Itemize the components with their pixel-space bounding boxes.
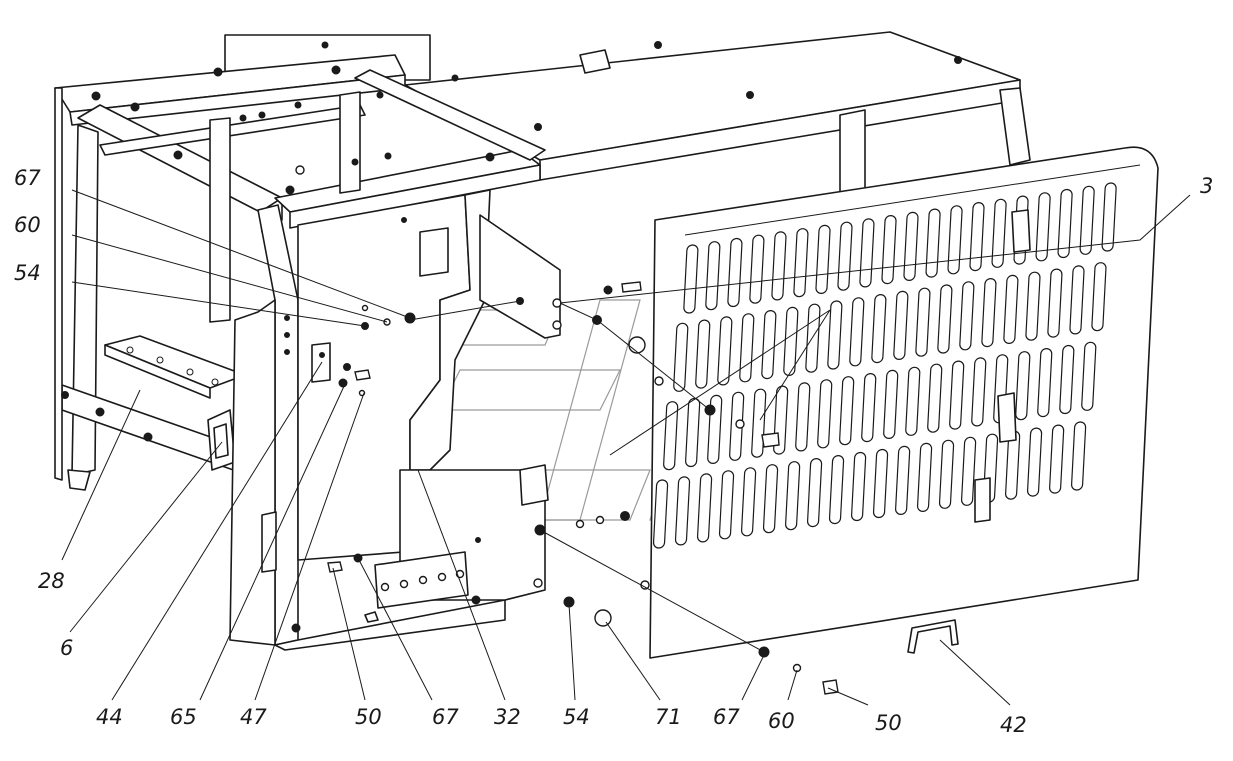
callout-6: 6 [60, 636, 73, 660]
callout-50-left: 50 [355, 705, 382, 729]
top-cover-panel [404, 31, 1031, 201]
grille-slot [685, 397, 701, 468]
callout-28: 28 [38, 569, 65, 593]
grille-slot [727, 237, 743, 308]
grille-slot [905, 366, 921, 436]
grille-slot [895, 445, 911, 515]
grille-slot [1079, 185, 1095, 255]
grille-slot [695, 319, 711, 389]
grille-slot [827, 300, 843, 370]
grille-slot [673, 322, 689, 392]
callout-44: 44 [96, 705, 123, 729]
callout-54-upper: 54 [14, 261, 41, 285]
grille-slot [903, 211, 919, 281]
callout-3: 3 [1200, 174, 1213, 198]
grille-slot [915, 287, 931, 357]
grille-slot [761, 310, 777, 380]
grille-slot [893, 290, 909, 360]
callout-67-right: 67 [713, 705, 740, 729]
grille-slot [739, 313, 755, 383]
grille-panel-3 [640, 146, 1159, 659]
grille-slot [717, 316, 733, 386]
grille-slot [851, 451, 867, 522]
grille-slot [947, 205, 963, 275]
grille-slot [872, 448, 889, 519]
grille-slot [969, 202, 985, 272]
callout-54-lower: 54 [563, 705, 590, 729]
grille-slot [815, 224, 831, 294]
grille-slot [1101, 182, 1117, 252]
grille-slot [696, 473, 713, 543]
grille-slot [805, 303, 821, 373]
grille-slot [771, 231, 787, 301]
grille-slot [795, 382, 811, 452]
callout-42: 42 [1000, 713, 1027, 737]
grille-slot [1037, 348, 1053, 418]
grille-slot [1059, 344, 1075, 415]
center-panel-32 [297, 189, 562, 561]
callout-65: 65 [170, 705, 197, 729]
grille-slot [991, 198, 1007, 268]
grille-slot [839, 376, 855, 446]
grille-slot [981, 278, 997, 348]
leader-lines [61, 189, 1191, 706]
callout-71: 71 [655, 705, 682, 729]
grille-slot [937, 284, 953, 354]
grille-slot [1015, 351, 1031, 421]
grille-slot [849, 297, 865, 367]
grille-slot [837, 221, 853, 291]
bracket-28 [207, 409, 236, 471]
callout-47: 47 [240, 705, 267, 729]
lower-bracket-plate [364, 464, 549, 623]
grille-slot [683, 244, 699, 314]
grille-slot [1081, 341, 1097, 411]
grille-slot [1071, 421, 1087, 491]
handle-42 [907, 619, 959, 654]
callout-60-right: 60 [768, 709, 795, 733]
grille-slot [916, 442, 933, 512]
grille-slot [793, 228, 809, 298]
callout-50-right: 50 [875, 711, 902, 735]
grille-slot [1047, 268, 1063, 338]
grille-slot [1057, 188, 1073, 259]
callout-labels: 67 60 54 3 28 6 44 65 47 50 67 32 54 71 … [14, 166, 1213, 737]
grille-slot [785, 461, 801, 531]
grille-slot [762, 464, 779, 534]
grille-slot [749, 234, 765, 304]
grille-slot [927, 363, 943, 433]
left-panel-6 [229, 204, 506, 651]
grille-slot [938, 439, 955, 509]
callout-32: 32 [494, 705, 521, 729]
grille-slot [1026, 427, 1043, 497]
upper-frame [54, 34, 546, 323]
grille-slot [705, 241, 721, 311]
grille-slot [1091, 262, 1107, 332]
grille-slot [817, 379, 833, 449]
grille-slot [861, 373, 877, 443]
grille-slot [1025, 271, 1041, 341]
grille-slot [806, 458, 823, 528]
grille-slot [971, 357, 987, 427]
grille-slot [718, 470, 735, 540]
grille-slot [828, 455, 845, 525]
grille-slot [959, 281, 975, 351]
grille-slot [740, 467, 757, 537]
grille-slot [1049, 424, 1065, 494]
grille-slot [1035, 192, 1051, 262]
grille-slot [652, 479, 669, 549]
grille-slot [1003, 274, 1019, 344]
callout-67-lower: 67 [432, 705, 459, 729]
grille-slot [883, 369, 899, 439]
grille-slot [949, 360, 965, 430]
grille-slot [663, 401, 679, 471]
grille-slot [871, 294, 887, 364]
callout-67-upper: 67 [14, 166, 41, 190]
callout-60-upper: 60 [14, 213, 41, 237]
grille-slot [960, 436, 977, 506]
grille-slot [783, 306, 799, 376]
grille-slot [1069, 265, 1085, 335]
grille-slot [674, 476, 691, 546]
grille-slot [925, 208, 941, 278]
